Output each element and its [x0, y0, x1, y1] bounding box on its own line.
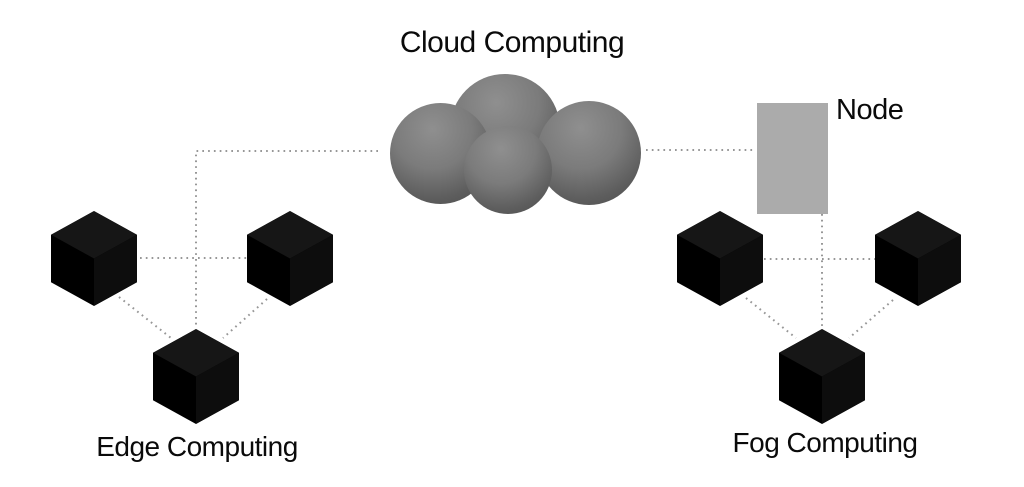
connector-fog-topleft-to-bottom: [745, 297, 797, 339]
node-label: Node: [836, 94, 904, 126]
cloud-lobe-right: [537, 101, 641, 205]
cloud-shape: [388, 72, 644, 216]
fog-device-cube-top-left: [677, 211, 763, 306]
connector-edge-topright-to-bottom: [222, 298, 268, 339]
connector-fog-topright-to-bottom: [848, 299, 894, 339]
edge-computing-label: Edge Computing: [96, 431, 298, 462]
connector-edge-topleft-to-bottom: [118, 296, 172, 339]
edge-device-cube-bottom: [153, 329, 239, 424]
node-rect: [757, 103, 828, 214]
fog-device-cube-bottom: [779, 329, 865, 424]
cloud-computing-label: Cloud Computing: [399, 26, 625, 59]
edge-device-cube-top-left: [51, 211, 137, 306]
edge-device-cube-top-right: [247, 211, 333, 306]
fog-computing-label: Fog Computing: [732, 427, 918, 458]
fog-device-cube-top-right: [875, 211, 961, 306]
cloud-lobe-bottom: [464, 126, 552, 214]
